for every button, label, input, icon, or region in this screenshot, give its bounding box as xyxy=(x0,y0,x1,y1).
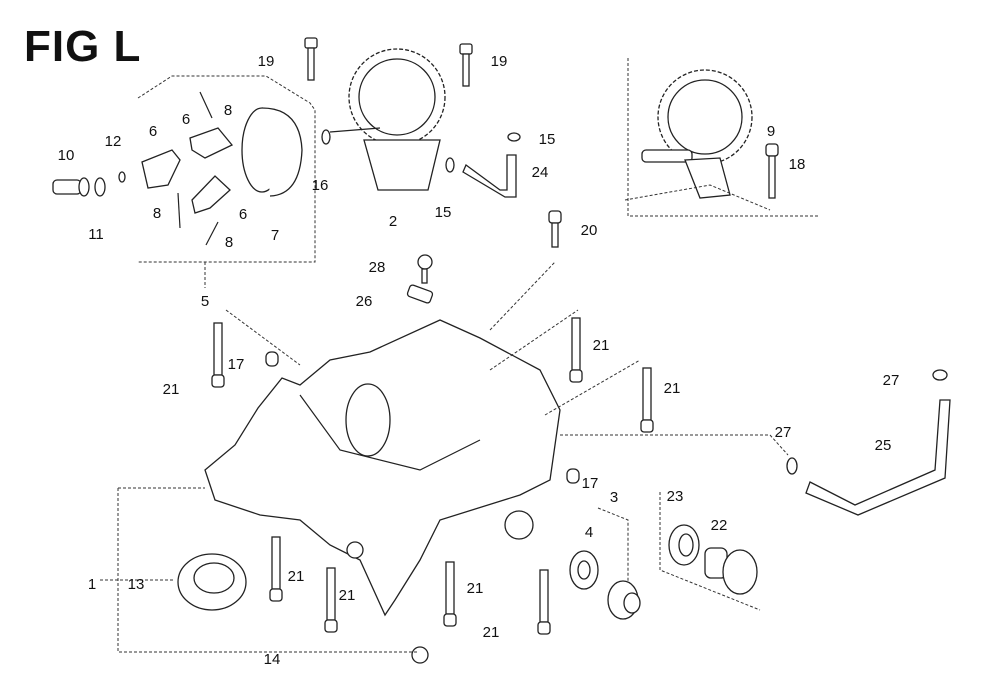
part-27-clamp xyxy=(932,369,948,381)
part-26-clamp xyxy=(406,284,434,304)
part-1-crankcase-cover xyxy=(204,319,561,617)
part-4-washer xyxy=(569,550,599,590)
callout-label-23: 23 xyxy=(667,488,684,505)
callout-label-24: 24 xyxy=(532,164,549,181)
part-14-nut xyxy=(411,646,429,664)
callout-label-15: 15 xyxy=(539,131,556,148)
callout-label-18: 18 xyxy=(789,156,806,173)
part-16-oring xyxy=(321,129,331,145)
callout-label-15: 15 xyxy=(435,204,452,221)
part-23-washer xyxy=(668,524,700,566)
part-19-bolts xyxy=(304,37,473,87)
callout-label-21: 21 xyxy=(163,381,180,398)
part-21-bolts xyxy=(211,317,654,635)
figure-title: FIG L xyxy=(24,22,142,71)
callout-label-2: 2 xyxy=(389,213,397,230)
part-10-pin xyxy=(52,177,90,197)
callout-label-21: 21 xyxy=(593,337,610,354)
callout-label-6: 6 xyxy=(239,206,247,223)
callout-label-19: 19 xyxy=(258,53,275,70)
part-18-bolt xyxy=(765,143,779,199)
callout-label-3: 3 xyxy=(610,489,618,506)
callout-label-7: 7 xyxy=(271,227,279,244)
callout-label-12: 12 xyxy=(105,133,122,150)
callout-label-10: 10 xyxy=(58,147,75,164)
part-9-governor-gear xyxy=(641,69,753,199)
callout-label-17: 17 xyxy=(228,356,245,373)
part-27-clamp xyxy=(786,457,798,475)
callout-label-6: 6 xyxy=(182,111,190,128)
callout-label-26: 26 xyxy=(356,293,373,310)
callout-label-4: 4 xyxy=(585,524,593,541)
callout-label-17: 17 xyxy=(582,475,599,492)
callout-label-27: 27 xyxy=(883,372,900,389)
callout-label-25: 25 xyxy=(875,437,892,454)
part-17-dowel xyxy=(265,351,279,367)
part-3-drain-plug xyxy=(607,580,641,620)
callout-label-16: 16 xyxy=(312,177,329,194)
callout-label-28: 28 xyxy=(369,259,386,276)
part-20-bolt xyxy=(548,210,562,248)
oil-pump-group-box xyxy=(137,75,316,288)
callout-label-22: 22 xyxy=(711,517,728,534)
part-17-dowel xyxy=(566,468,580,484)
part-7-pump-body xyxy=(241,107,303,197)
part-15-cap xyxy=(507,132,521,142)
part-25-hose xyxy=(805,399,951,516)
part-6-brackets xyxy=(141,127,234,214)
governor-group-box xyxy=(627,58,820,217)
callout-label-14: 14 xyxy=(264,651,281,668)
part-8-pins xyxy=(177,91,219,246)
callout-label-13: 13 xyxy=(128,576,145,593)
callout-label-27: 27 xyxy=(775,424,792,441)
part-11-washer xyxy=(94,177,106,197)
callout-label-6: 6 xyxy=(149,123,157,140)
callout-label-21: 21 xyxy=(288,568,305,585)
part-15-oring xyxy=(445,157,455,173)
callout-label-8: 8 xyxy=(225,234,233,251)
callout-label-8: 8 xyxy=(153,205,161,222)
callout-label-20: 20 xyxy=(581,222,598,239)
callout-label-1: 1 xyxy=(88,576,96,593)
callout-label-11: 11 xyxy=(88,226,104,243)
part-12-clip xyxy=(118,171,126,183)
callout-label-8: 8 xyxy=(224,102,232,119)
callout-label-9: 9 xyxy=(767,123,775,140)
part-22-plug xyxy=(704,547,758,595)
callout-label-5: 5 xyxy=(201,293,209,310)
callout-label-21: 21 xyxy=(664,380,681,397)
part-28-bolt xyxy=(417,254,433,284)
callout-label-19: 19 xyxy=(491,53,508,70)
part-2-oil-pump-gear xyxy=(329,48,446,191)
callout-label-21: 21 xyxy=(483,624,500,641)
callout-label-21: 21 xyxy=(467,580,484,597)
part-24-pipe xyxy=(462,154,517,198)
leader-lines xyxy=(100,184,789,653)
callout-label-21: 21 xyxy=(339,587,356,604)
part-13-oil-seal xyxy=(177,553,247,611)
